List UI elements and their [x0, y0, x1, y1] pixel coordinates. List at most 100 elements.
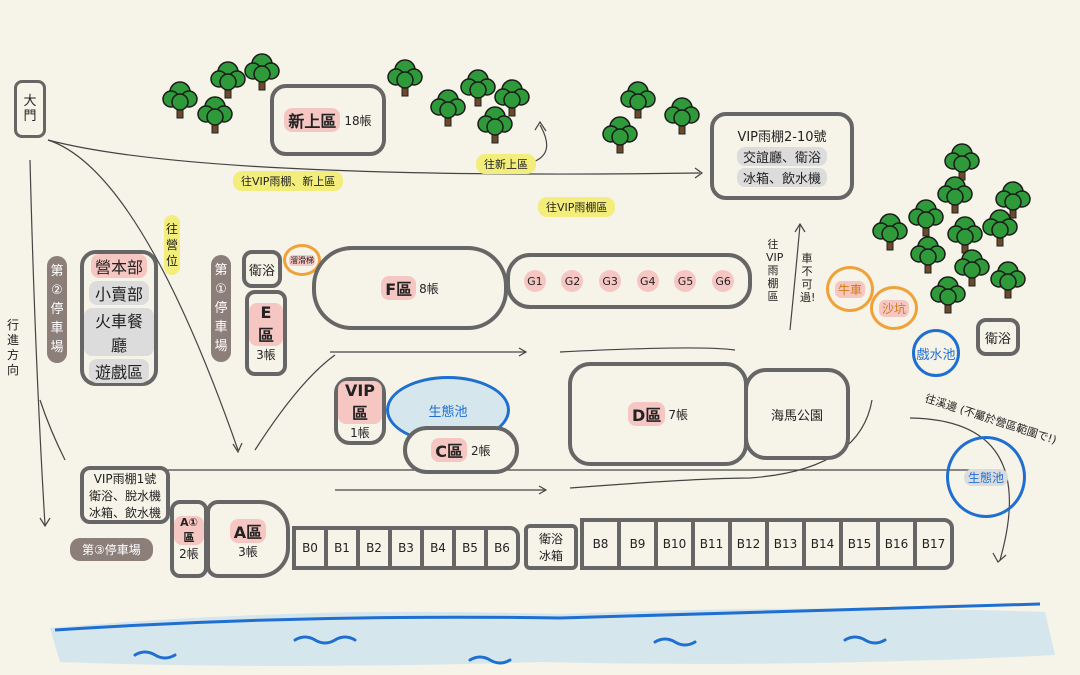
d-zone: D區 7帳 [568, 362, 748, 466]
hq-item: 火車餐廳 [84, 307, 154, 356]
water-pool-label: 戲水池 [916, 347, 956, 363]
c-zone-count: 2帳 [471, 443, 491, 458]
tree-icon [620, 81, 656, 119]
site-b: B4 [420, 526, 456, 570]
bath-b-line1: 衛浴 [538, 532, 563, 546]
trees [162, 53, 1031, 314]
a-zone-count: 3帳 [238, 544, 258, 559]
f-zone-count: 8帳 [419, 281, 439, 296]
tree-icon [990, 261, 1026, 299]
to-vip-vertical: 往VIP雨棚區 [766, 238, 784, 303]
tree-icon [947, 216, 983, 254]
tree-icon [944, 143, 980, 181]
vip2-line1: 交誼廳、衛浴 [736, 146, 827, 166]
bath-right: 衛浴 [976, 318, 1020, 356]
tree-icon [430, 89, 466, 127]
site-g: G1 [523, 270, 546, 292]
tree-icon [477, 106, 513, 144]
e-zone-count: 3帳 [256, 348, 276, 362]
direction-label: 行進方向 [6, 318, 19, 377]
e-zone: E區 3帳 [245, 290, 287, 376]
vip2-line2: 冰箱、飲水機 [736, 167, 827, 187]
pond-right: 生態池 [946, 436, 1026, 518]
site-b: B5 [452, 526, 488, 570]
g-sites: G1 G2 G3 G4 G5 G6 [506, 253, 752, 309]
vip2-title: VIP雨棚2-10號 [737, 129, 827, 145]
vip-shelter-1: VIP雨棚1號 衛浴、脫水機 冰箱、飲水機 [80, 466, 170, 524]
site-b: B8 [580, 518, 621, 570]
no-car-label: 車不可過! [800, 252, 816, 304]
site-b: B16 [876, 518, 917, 570]
d-zone-name: D區 [628, 402, 666, 426]
sandpit: 沙坑 [870, 286, 918, 330]
tree-icon [197, 96, 233, 134]
site-g: G5 [674, 270, 697, 292]
a1-zone-count: 2帳 [179, 547, 199, 561]
ox-cart: 牛車 [826, 266, 874, 312]
site-b: B0 [292, 526, 328, 570]
new-zone-name: 新上區 [284, 108, 341, 132]
site-b: B12 [728, 518, 769, 570]
to-vip-area-label: 往VIP雨棚區 [538, 197, 616, 217]
hq-item: 遊戲區 [88, 358, 149, 383]
a1-zone: A①區 2帳 [170, 500, 208, 578]
new-zone-count: 18帳 [344, 113, 372, 128]
tree-icon [954, 249, 990, 287]
hq-building: 營本部 小賣部 火車餐廳 遊戲區 [80, 250, 158, 386]
tree-icon [664, 97, 700, 135]
site-g: G6 [712, 270, 735, 292]
tree-icon [460, 69, 496, 107]
river [50, 608, 1055, 666]
to-camp-label: 往營位 [164, 215, 180, 275]
site-b: B3 [388, 526, 424, 570]
tree-icon [210, 61, 246, 99]
bath-e: 衛浴 [242, 250, 282, 288]
to-vip-new-label: 往VIP雨棚、新上區 [233, 171, 344, 191]
site-b: B1 [324, 526, 360, 570]
site-b: B17 [913, 518, 954, 570]
tree-icon [982, 209, 1018, 247]
seahorse-park: 海馬公園 [744, 368, 850, 460]
hq-item: 營本部 [90, 253, 147, 278]
pond-right-label: 生態池 [963, 468, 1008, 486]
bath-b: 衛浴 冰箱 [524, 524, 578, 570]
tree-icon [995, 181, 1031, 219]
parking-2: 第②停車場 [47, 256, 67, 363]
c-zone-name: C區 [431, 438, 468, 462]
road-arrows [29, 120, 1010, 563]
slide-label: 溜滑梯 [289, 254, 315, 266]
pond-center-label: 生態池 [428, 404, 468, 420]
parking-1: 第①停車場 [211, 255, 231, 362]
seahorse-label: 海馬公園 [770, 408, 823, 424]
site-b: B9 [617, 518, 658, 570]
tree-icon [930, 276, 966, 314]
vip-zone: VIP區 1帳 [334, 377, 386, 445]
c-zone: C區 2帳 [403, 426, 519, 474]
sandpit-label: 沙坑 [878, 299, 909, 317]
vip1-title: VIP雨棚1號 [93, 471, 157, 486]
site-b: B14 [802, 518, 843, 570]
e-zone-name: E區 [249, 303, 283, 346]
bath-e-label: 衛浴 [248, 263, 275, 279]
site-g: G4 [636, 270, 659, 292]
bath-b-line2: 冰箱 [538, 549, 563, 563]
f-zone-name: F區 [381, 276, 417, 300]
site-g: G3 [599, 270, 622, 292]
bath-right-label: 衛浴 [984, 331, 1011, 347]
site-b: B13 [765, 518, 806, 570]
tree-icon [872, 213, 908, 251]
d-zone-count: 7帳 [668, 407, 688, 422]
site-g: G2 [561, 270, 584, 292]
water-pool: 戲水池 [912, 329, 960, 377]
tree-icon [387, 59, 423, 97]
f-zone: F區 8帳 [312, 246, 508, 330]
tree-icon [244, 53, 280, 91]
site-b: B10 [654, 518, 695, 570]
vip-zone-count: 1帳 [350, 426, 370, 440]
gate: 大門 [14, 80, 46, 138]
ox-cart-label: 牛車 [834, 280, 865, 298]
site-b: B15 [839, 518, 880, 570]
